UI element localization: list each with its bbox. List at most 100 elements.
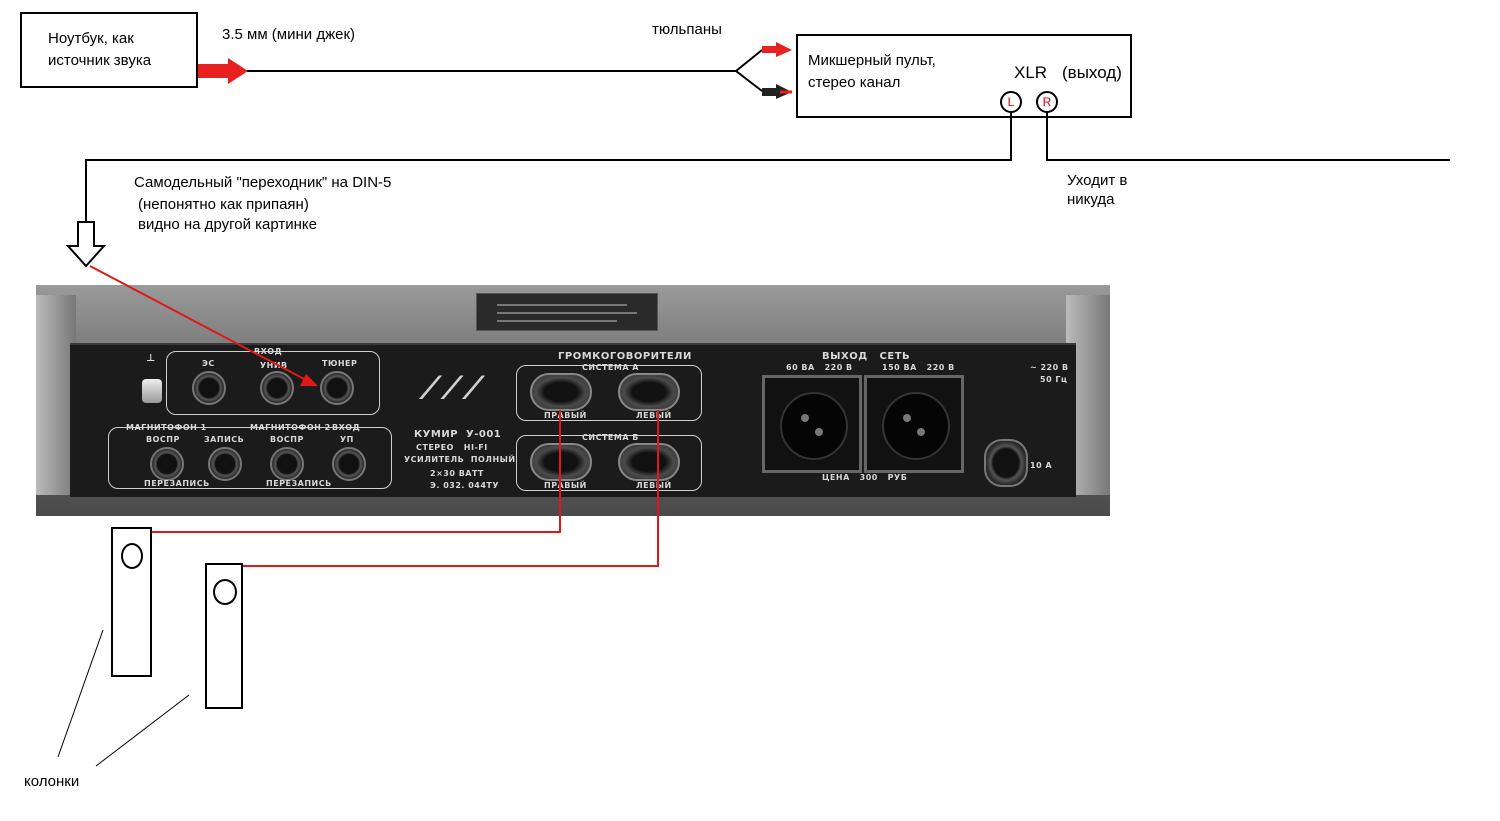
system-a-label: СИСТЕМА А [582,363,639,372]
din-input-tuner [320,371,354,405]
outlet-pin [917,428,925,436]
outlet-hole [780,392,848,460]
dub2-label: ПЕРЕЗАПИСЬ [266,479,332,488]
play1-label: ВОСПР [146,435,180,444]
out1-spec: 60 ВА 220 В [786,363,853,372]
ground-symbol: ⊥ [146,353,156,364]
system-a-left-label: ЛЕВЫЙ [636,411,672,420]
speakers-header: ГРОМКОГОВОРИТЕЛИ [558,351,692,362]
din-input-3c [192,371,226,405]
laptop-label-line2: источник звука [48,52,152,69]
system-b-left-jack [618,443,680,481]
input-header: ВХОД [254,347,283,356]
speaker-wire-left [152,410,561,533]
mains-outlet-150va [864,375,964,473]
speaker-right [205,563,243,709]
mixer-label-line1: Микшерный пульт, [808,52,936,69]
laptop-box: Ноутбук, как источник звука [20,12,198,88]
outlet-pin [903,414,911,422]
out2-spec: 150 ВА 220 В [882,363,955,372]
adapter-line1: Самодельный "переходник" на DIN-5 [134,174,392,191]
play2-label: ВОСПР [270,435,304,444]
speaker-left [111,527,152,677]
brand-power: 2×30 ВАТТ [430,469,484,478]
fuse-rating: 10 А [1030,461,1053,470]
jack-arrow [198,58,248,84]
speaker-label-pointer-right [95,694,190,767]
input-header-2: ВХОД [332,423,361,432]
mains-outlet-60va [762,375,862,473]
output-label: (выход) [1062,63,1122,82]
rca-cable-upper [735,49,763,72]
input-3c-label: ЭС [202,359,215,368]
up-label: УП [340,435,354,444]
xlr-left-cable [85,112,1012,222]
system-a-group [516,365,702,421]
jack-label: 3.5 мм (мини джек) [222,26,356,43]
nowhere-line2: никуда [1067,191,1115,208]
speaker-cone [121,543,143,569]
brand-model: КУМИР У-001 [414,429,502,440]
outlet-pin [815,428,823,436]
system-b-left-label: ЛЕВЫЙ [636,481,672,490]
rca-label: тюльпаны [652,21,722,38]
din-input-up [332,447,366,481]
outlet-pin [801,414,809,422]
input-tuner-label: ТЮНЕР [322,359,358,368]
rca-arrow-upper [762,42,792,57]
adapter-pointer [89,265,307,381]
tape1-label: МАГНИТОФОН 1 [126,423,207,432]
speakers-label: колонки [24,773,80,790]
din-tape1-rec [208,447,242,481]
mixer-box: Микшерный пульт, стерео канал XLR (выход… [796,34,1132,118]
input-univ-label: УНИВ [260,361,288,370]
rca-cable-lower [735,70,763,92]
din-tape1-play [150,447,184,481]
plate-line [497,304,627,306]
nowhere-line1: Уходит в [1067,172,1128,189]
rec-label: ЗАПИСЬ [204,435,245,444]
input-group [166,351,380,415]
laptop-label-line1: Ноутбук, как [48,30,134,47]
tape2-label: МАГНИТОФОН 2 [250,423,331,432]
system-b-right-label: ПРАВЫЙ [544,481,587,490]
adapter-line3: видно на другой картинке [138,216,317,233]
system-b-label: СИСТЕМА Б [582,433,639,442]
plate-line [497,312,637,314]
rating-plate [476,293,658,331]
ground-terminal [142,379,162,403]
xlr-right-cable [1046,112,1450,161]
din-tape2-play [270,447,304,481]
brand-logo: ⟋⟋⟋ [420,371,485,406]
system-a-right-jack [530,373,592,411]
mains-frequency: 50 Гц [1040,375,1068,384]
outlet-hole [882,392,950,460]
dub1-label: ПЕРЕЗАПИСЬ [144,479,210,488]
down-arrow [65,221,107,268]
adapter-line2: (непонятно как припаян) [138,196,309,213]
heatsink-left [36,295,76,495]
brand-stereo: СТЕРЕО HI-FI [416,443,488,452]
system-a-left-jack [618,373,680,411]
tape-group [108,427,392,489]
xlr-label: XLR [1014,63,1048,82]
price-label: ЦЕНА 300 РУБ [822,473,908,482]
brand-spec: Э. 032. 044ТУ [430,481,500,490]
amplifier-rear-panel: ⊥ ВХОД ЭС УНИВ ТЮНЕР МАГНИТОФОН 1 МАГНИТ… [36,285,1110,516]
speaker-wire-right [243,410,659,567]
output-mains-header: ВЫХОД СЕТЬ [822,351,911,362]
speaker-cone [213,579,237,605]
mixer-label-line2: стерео канал [808,74,901,91]
mains-voltage: ~ 220 В [1030,363,1069,372]
brand-full-amp: УСИЛИТЕЛЬ ПОЛНЫЙ [404,455,516,464]
system-a-right-label: ПРАВЫЙ [544,411,587,420]
system-b-group [516,435,702,491]
rca-arrow-lower [762,84,792,99]
speaker-label-pointer-left [57,629,104,758]
fuse-holder [984,439,1028,487]
plate-line [497,320,617,322]
adapter-pointer-head [300,374,318,386]
din-input-univ [260,371,294,405]
amplifier-panel: ⊥ ВХОД ЭС УНИВ ТЮНЕР МАГНИТОФОН 1 МАГНИТ… [70,343,1076,497]
